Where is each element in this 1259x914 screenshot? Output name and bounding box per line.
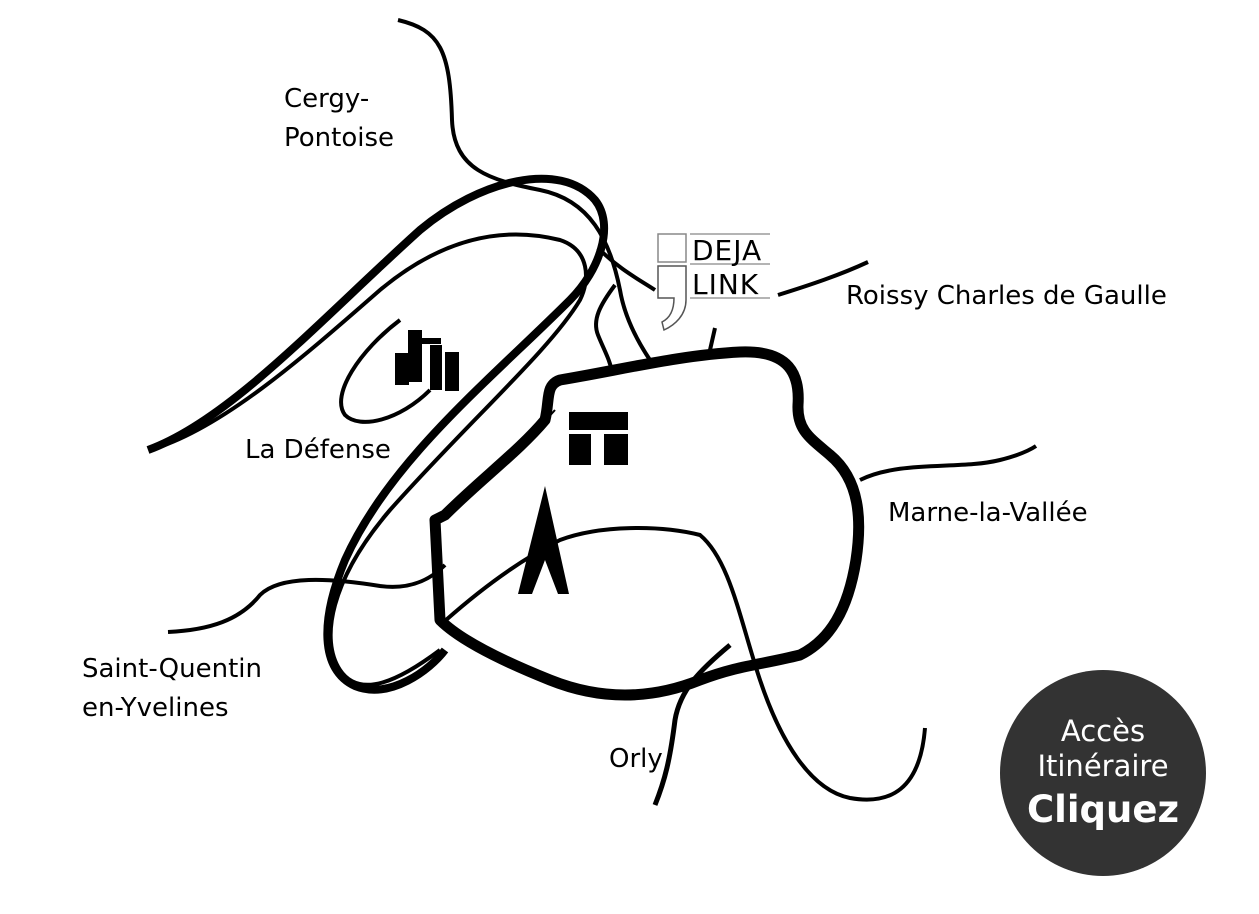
- louvre-icon: [569, 412, 628, 465]
- label-cergy-line1: Cergy-: [284, 84, 369, 114]
- motorway-a86-loop: [146, 174, 609, 694]
- road-roissy: [777, 260, 869, 297]
- label-cergy-line2: Pontoise: [284, 123, 394, 153]
- la-defense-arch-icon: [395, 330, 459, 391]
- road-marne: [859, 444, 1038, 482]
- itinerary-cta-cliquez: Cliquez: [1027, 787, 1179, 831]
- deja-link-logo: DEJA LINK: [657, 233, 770, 332]
- itinerary-line-acces: Accès: [1060, 714, 1146, 749]
- eiffel-tower-icon: [518, 486, 569, 594]
- peripherique-ring: [429, 346, 865, 701]
- label-la-defense: La Défense: [245, 435, 391, 465]
- road-orly: [652, 643, 732, 806]
- road-north-west: [594, 283, 617, 373]
- label-roissy: Roissy Charles de Gaulle: [846, 281, 1167, 311]
- road-saint-quentin: [167, 563, 447, 634]
- itinerary-access-button[interactable]: Accès Itinéraire Cliquez: [1000, 670, 1206, 876]
- label-marne-la-vallee: Marne-la-Vallée: [888, 498, 1088, 528]
- road-north: [397, 18, 652, 362]
- itinerary-line-itineraire: Itinéraire: [1037, 749, 1169, 784]
- label-saint-quentin-line2: en-Yvelines: [82, 693, 229, 723]
- logo-line-link: LINK: [692, 268, 759, 301]
- road-ring-north-spur: [708, 327, 717, 351]
- road-roissy-west: [596, 246, 657, 292]
- label-saint-quentin-line1: Saint-Quentin: [82, 654, 262, 684]
- label-orly: Orly: [609, 744, 663, 774]
- logo-line-deja: DEJA: [692, 234, 762, 267]
- la-defense-loop: [339, 318, 432, 424]
